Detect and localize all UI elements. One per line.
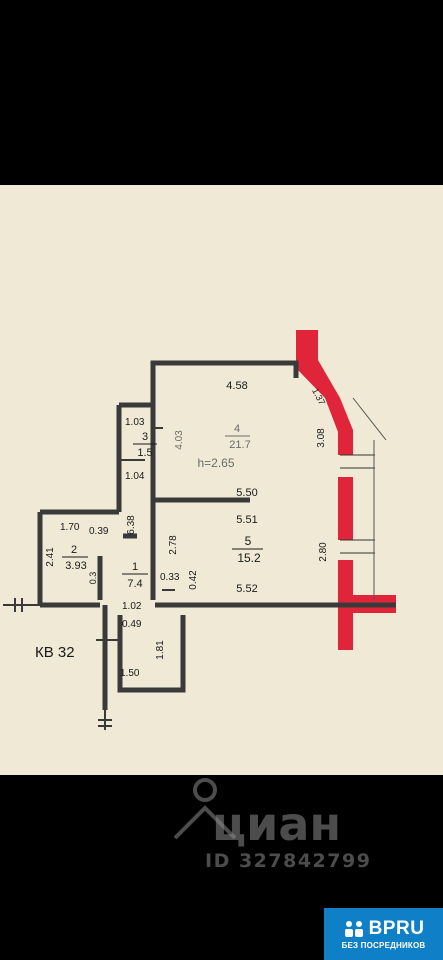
dim-5-52: 5.52 <box>236 583 257 595</box>
room-5-number: 5 <box>245 534 252 548</box>
people-icon <box>344 921 363 937</box>
dim-4-03: 4.03 <box>174 430 185 450</box>
room-2-area: 3.93 <box>65 560 86 572</box>
bpru-badge[interactable]: BPRU БЕЗ ПОСРЕДНИКОВ <box>324 908 443 960</box>
dim-3-08: 3.08 <box>316 428 327 448</box>
dim-0-42: 0.42 <box>188 570 199 590</box>
dim-1-50: 1.50 <box>120 668 140 679</box>
badge-logo-text: BPRU <box>368 918 425 939</box>
room-3-area: 1.5 <box>137 447 152 459</box>
dim-5-50: 5.50 <box>236 487 257 499</box>
dim-0-39: 0.39 <box>89 526 109 537</box>
dim-2-41: 2.41 <box>45 547 56 567</box>
room-4-area: 21.7 <box>229 439 250 451</box>
dim-1-70: 1.70 <box>60 522 80 533</box>
badge-tagline: БЕЗ ПОСРЕДНИКОВ <box>341 941 426 950</box>
dim-1-03: 1.03 <box>125 417 145 428</box>
dim-0-49: 0.49 <box>122 619 142 630</box>
ceiling-height: h=2.65 <box>197 456 234 470</box>
cian-brand: циан <box>212 797 341 851</box>
dim-6-38: 6.38 <box>126 515 137 535</box>
location-pin-icon <box>173 778 237 840</box>
listing-id: ID 327842799 <box>205 850 371 872</box>
apartment-label: КВ 32 <box>35 644 75 661</box>
dim-0-3: 0.3 <box>88 572 98 585</box>
dim-1-02: 1.02 <box>122 601 142 612</box>
room-5-area: 15.2 <box>237 551 261 565</box>
dim-2-78: 2.78 <box>168 535 179 555</box>
dim-0-33: 0.33 <box>160 572 180 583</box>
dim-5-51: 5.51 <box>236 514 257 526</box>
room-3-number: 3 <box>142 431 148 443</box>
window-band <box>296 330 396 650</box>
paper-sheet <box>0 185 443 775</box>
dim-1-04: 1.04 <box>125 471 145 482</box>
walls <box>37 360 396 710</box>
dim-2-80: 2.80 <box>318 542 329 562</box>
room-1-number: 1 <box>132 561 138 573</box>
room-4-number: 4 <box>234 423 240 435</box>
cian-watermark: циан ID 327842799 <box>173 778 371 872</box>
wall-details <box>3 427 175 730</box>
dim-1-81: 1.81 <box>155 640 166 660</box>
room-1-area: 7.4 <box>127 578 142 590</box>
dim-4-58: 4.58 <box>226 380 247 392</box>
room-2-number: 2 <box>71 544 77 556</box>
